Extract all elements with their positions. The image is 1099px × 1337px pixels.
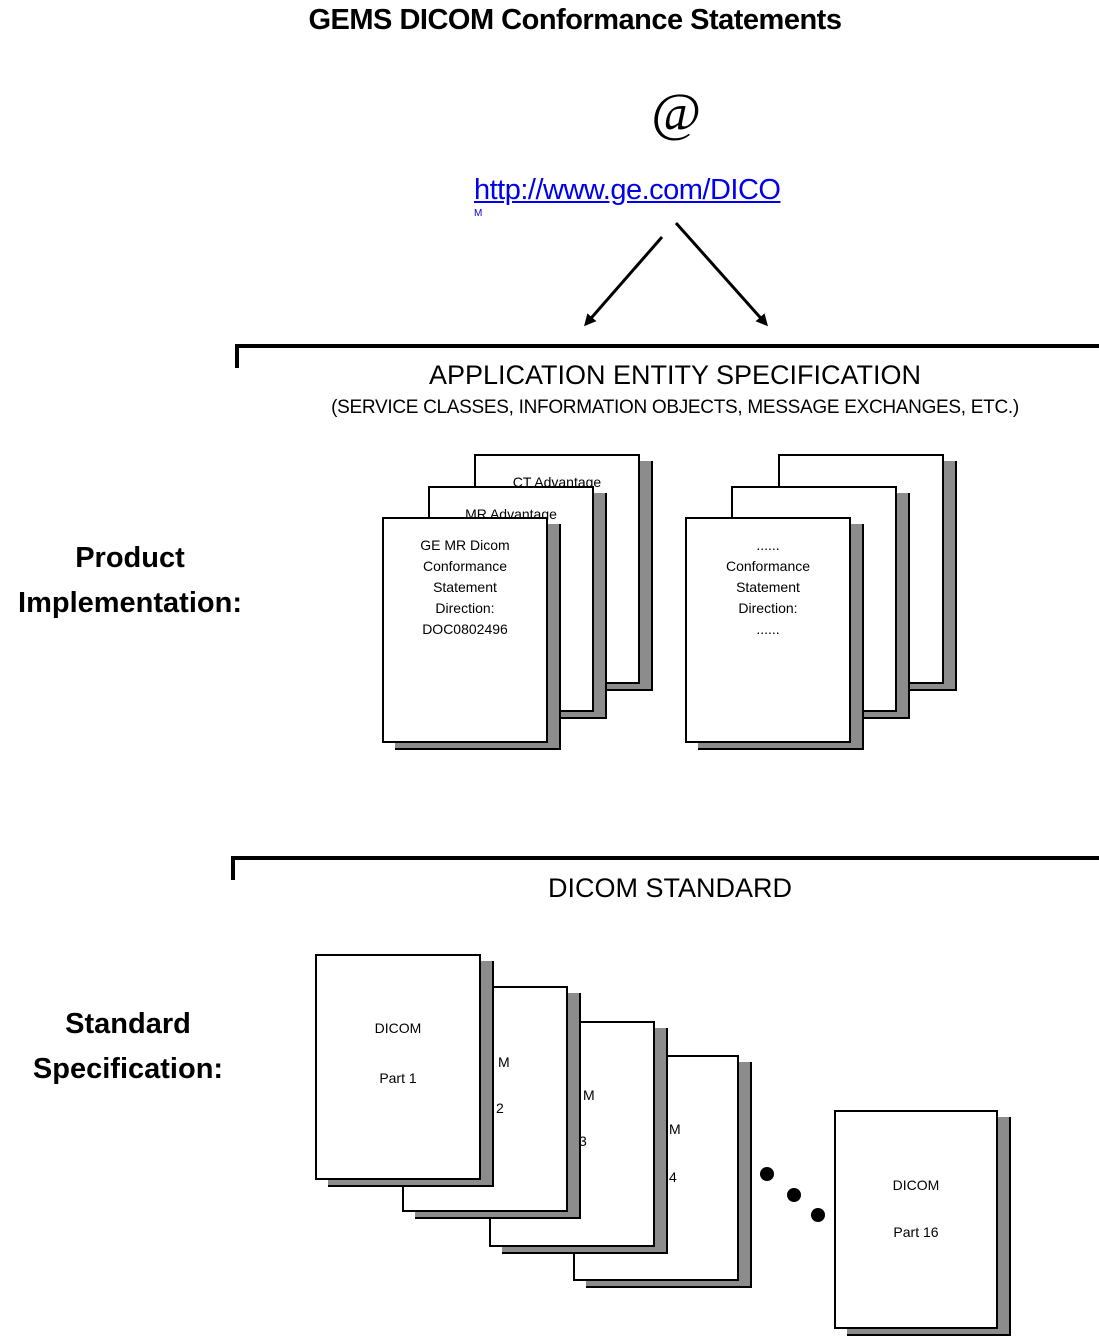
part-2-line-2: 2	[496, 1100, 504, 1116]
arrow-left	[584, 236, 664, 327]
standard-specification-label: Standard Specification:	[0, 1002, 256, 1092]
part-16-line-1: DICOM	[892, 1177, 940, 1193]
ge-mr-conformance-document: GE MR Dicom Conformance Statement Direct…	[382, 517, 548, 743]
part-3-line-1: M	[583, 1087, 595, 1103]
standard-label-line-2: Specification:	[32, 1053, 224, 1085]
part-3-line-2: 3	[579, 1133, 587, 1149]
dicom-part-16-document: DICOM Part 16	[834, 1110, 998, 1329]
ge-doc-line-4: Direction:	[435, 600, 495, 616]
ellipsis-dot-2	[787, 1188, 801, 1202]
dicom-part-1-document: DICOM Part 1	[315, 954, 481, 1180]
part-4-line-1: M	[669, 1121, 681, 1137]
ae-bracket	[235, 344, 1099, 368]
dicom-link-tail: M	[474, 208, 483, 219]
generic-doc-line-4: Direction:	[738, 600, 798, 616]
standard-section-title: DICOM STANDARD	[547, 873, 792, 903]
generic-doc-line-3: Statement	[736, 579, 800, 595]
product-implementation-label: Product Implementation:	[0, 536, 260, 626]
ge-doc-line-5: DOC0802496	[422, 621, 508, 637]
ae-section-title: APPLICATION ENTITY SPECIFICATION	[428, 360, 922, 390]
part-4-line-2: 4	[669, 1169, 677, 1185]
ge-doc-line-1: GE MR Dicom	[420, 537, 510, 553]
part-1-line-1: DICOM	[374, 1020, 422, 1036]
generic-doc-line-1: ......	[756, 537, 780, 553]
ge-doc-line-2: Conformance	[422, 558, 508, 574]
arrow-right	[674, 222, 768, 327]
at-icon: @	[651, 82, 701, 142]
part-2-line-1: M	[498, 1054, 510, 1070]
part-16-line-2: Part 16	[893, 1224, 939, 1240]
ellipsis-dot-1	[760, 1167, 774, 1181]
ge-doc-line-3: Statement	[433, 579, 497, 595]
dicom-link[interactable]: http://www.ge.com/DICO	[474, 174, 781, 206]
part-1-line-2: Part 1	[379, 1070, 417, 1086]
generic-doc-line-5: ......	[756, 621, 780, 637]
product-label-line-2: Implementation:	[18, 587, 242, 619]
product-label-line-1: Product	[75, 542, 185, 574]
generic-doc-line-2: Conformance	[725, 558, 811, 574]
ae-section-subtitle: (SERVICE CLASSES, INFORMATION OBJECTS, M…	[331, 397, 1019, 418]
standard-bracket	[231, 856, 1099, 880]
standard-label-line-1: Standard	[65, 1008, 191, 1040]
page-title: GEMS DICOM Conformance Statements	[308, 4, 842, 36]
ellipsis-dot-3	[811, 1208, 825, 1222]
generic-conformance-document: ...... Conformance Statement Direction: …	[685, 517, 851, 743]
